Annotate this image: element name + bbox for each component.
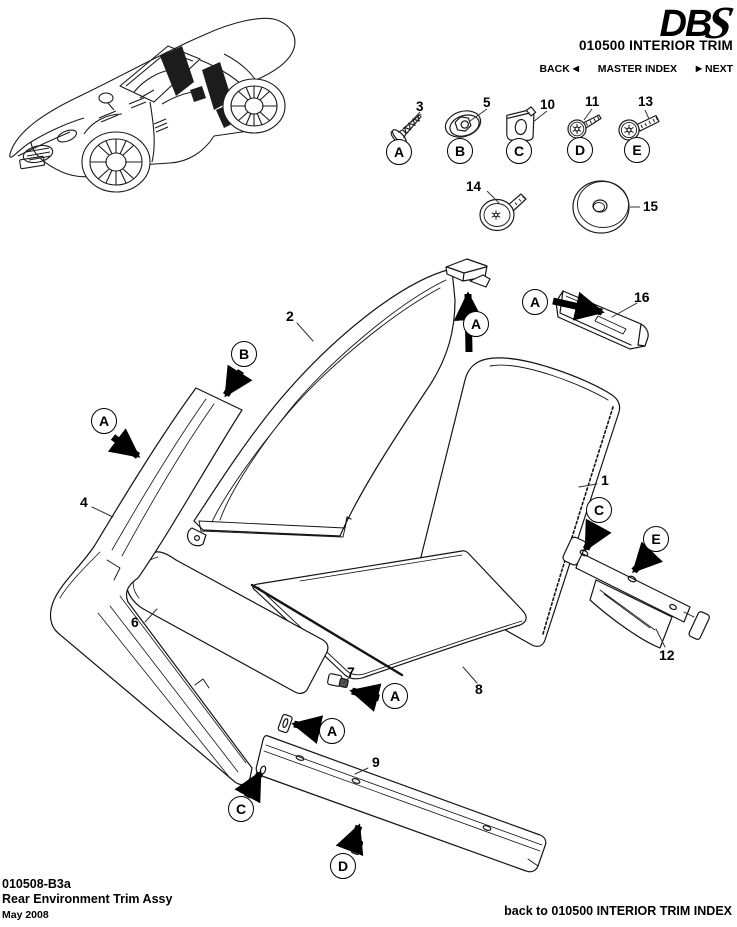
callout-letter: D bbox=[337, 858, 349, 874]
diagram-callout-c-rail: C bbox=[228, 796, 254, 822]
fastener-callout-c: C bbox=[506, 138, 532, 164]
callout-letter: B bbox=[238, 346, 250, 362]
legend-number-14: 14 bbox=[466, 179, 482, 194]
exploded-view bbox=[49, 258, 710, 873]
legend-number-5: 5 bbox=[483, 95, 491, 110]
dbs-logo: DBS bbox=[659, 0, 737, 48]
torx-button-bolt-icon bbox=[618, 114, 660, 141]
legend-icons bbox=[390, 106, 660, 234]
nav-back-arrow-icon: ◀ bbox=[572, 64, 579, 73]
front-wheel bbox=[81, 131, 151, 193]
diagram-callout-a-pillar: A bbox=[91, 408, 117, 434]
part-label-9: 9 bbox=[372, 754, 380, 770]
logo-db-text: DB bbox=[659, 3, 713, 45]
car-illustration bbox=[9, 17, 296, 193]
part-2-apex-clip bbox=[445, 258, 491, 288]
diagram-callout-a-apex: A bbox=[463, 311, 489, 337]
fastener-callout-b: B bbox=[447, 138, 473, 164]
callout-letter: C bbox=[593, 502, 605, 518]
diagram-callout-e-bracket: E bbox=[643, 526, 669, 552]
legend-number-3: 3 bbox=[416, 99, 424, 114]
large-flange-screw-icon bbox=[479, 193, 527, 232]
part-leader-lines bbox=[91, 302, 666, 775]
callout-letter: A bbox=[326, 723, 338, 739]
part-label-8: 8 bbox=[475, 681, 483, 697]
fastener-letter-e: E bbox=[632, 142, 642, 158]
part-label-12: 12 bbox=[659, 647, 675, 663]
fastener-callout-d: D bbox=[567, 137, 593, 163]
nav-next-link[interactable]: NEXT bbox=[704, 63, 733, 75]
callout-letter: C bbox=[235, 801, 247, 817]
fastener-callout-e: E bbox=[624, 137, 650, 163]
part-label-2: 2 bbox=[286, 308, 294, 324]
legend-number-11: 11 bbox=[585, 94, 600, 109]
fastener-letter-c: C bbox=[513, 143, 525, 159]
part-2-quarter-trim bbox=[186, 258, 491, 547]
diagram-callout-a-rail: A bbox=[319, 718, 345, 744]
legend-leader-lines bbox=[405, 108, 650, 208]
part-label-16: 16 bbox=[634, 289, 650, 305]
doc-date: May 2008 bbox=[2, 909, 49, 921]
u-nut-clip-icon bbox=[506, 106, 537, 141]
rear-wheel bbox=[222, 78, 286, 134]
back-to-index-link[interactable]: back to 010500 INTERIOR TRIM INDEX bbox=[504, 904, 732, 918]
callout-letter: A bbox=[98, 413, 110, 429]
plastic-nut-icon bbox=[444, 110, 482, 138]
legend-number-13: 13 bbox=[638, 94, 654, 109]
fastener-letter-b: B bbox=[454, 143, 466, 159]
part-12-bracket bbox=[562, 536, 710, 649]
part-label-6: 6 bbox=[131, 614, 139, 630]
part-7-clip bbox=[327, 673, 349, 689]
legend-number-10: 10 bbox=[540, 97, 556, 112]
callout-letter: A bbox=[529, 294, 541, 310]
callout-letter: E bbox=[651, 531, 661, 547]
callout-letter: A bbox=[389, 688, 401, 704]
part-label-1: 1 bbox=[601, 472, 609, 488]
diagram-callout-d-rail: D bbox=[330, 853, 356, 879]
part-9-rear-rail bbox=[255, 713, 547, 873]
fastener-letter-d: D bbox=[574, 142, 586, 158]
doc-title: Rear Environment Trim Assy bbox=[2, 892, 173, 906]
header-nav: BACK ◀ MASTER INDEX ▶ NEXT bbox=[539, 63, 733, 75]
diagram-callout-a-clip: A bbox=[382, 683, 408, 709]
rubber-grommet-icon bbox=[572, 180, 630, 234]
part-label-4: 4 bbox=[80, 494, 88, 510]
torx-pan-screw-icon bbox=[567, 114, 602, 139]
fastener-callout-a: A bbox=[386, 139, 412, 165]
callout-letter: A bbox=[470, 316, 482, 332]
doc-number: 010508-B3a bbox=[2, 877, 71, 891]
diagram-callout-a-strip: A bbox=[522, 289, 548, 315]
part-label-7: 7 bbox=[347, 664, 355, 680]
nav-next-arrow-icon: ▶ bbox=[695, 64, 703, 73]
legend-number-15: 15 bbox=[643, 199, 659, 214]
fastener-letter-a: A bbox=[393, 144, 405, 160]
page-title: 010500 INTERIOR TRIM bbox=[578, 38, 733, 53]
nav-master-index-link[interactable]: MASTER INDEX bbox=[597, 63, 678, 75]
diagram-callout-b-pillar: B bbox=[231, 341, 257, 367]
nav-back-link[interactable]: BACK bbox=[539, 63, 570, 75]
diagram-callout-c-bracket: C bbox=[586, 497, 612, 523]
